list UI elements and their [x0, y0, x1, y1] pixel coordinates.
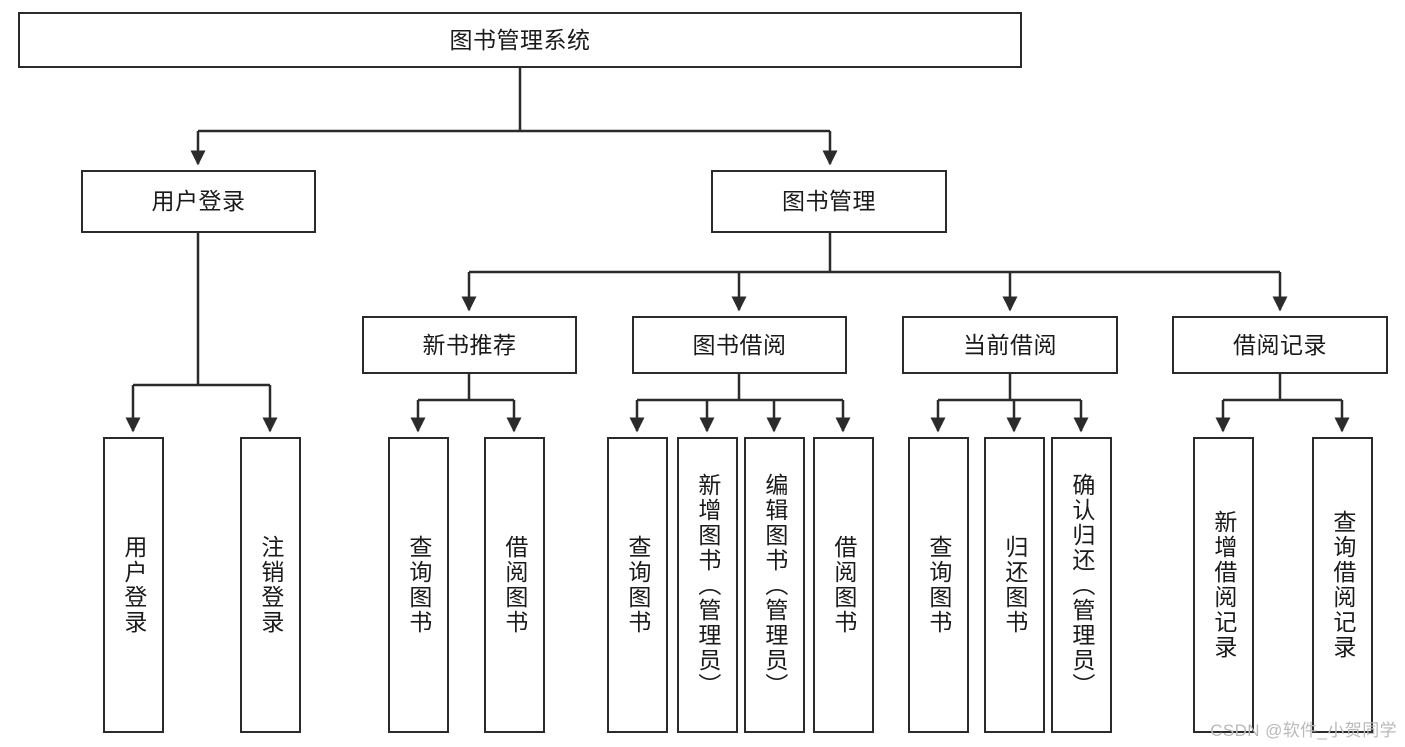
node-book-manage[interactable]: 图书管理	[711, 170, 947, 233]
node-current-borrow[interactable]: 当前借阅	[902, 316, 1118, 374]
node-borrow-record[interactable]: 借阅记录	[1172, 316, 1388, 374]
node-leaf-borrow-book-1[interactable]: 借阅图书	[484, 437, 545, 733]
node-leaf-user-login[interactable]: 用户登录	[103, 437, 164, 733]
node-new-book-recommend-label: 新书推荐	[422, 331, 517, 358]
node-root-label: 图书管理系统	[449, 26, 591, 53]
node-leaf-query-record[interactable]: 查询借阅记录	[1312, 437, 1373, 733]
node-book-borrow[interactable]: 图书借阅	[632, 316, 847, 374]
node-leaf-query-book-2-label: 查询图书	[624, 535, 651, 635]
node-new-book-recommend[interactable]: 新书推荐	[362, 316, 577, 374]
node-leaf-add-record-label: 新增借阅记录	[1210, 510, 1237, 660]
node-leaf-borrow-book-2-label: 借阅图书	[830, 535, 857, 635]
node-leaf-query-book-3-label: 查询图书	[925, 535, 952, 635]
node-leaf-query-book-1[interactable]: 查询图书	[388, 437, 449, 733]
node-leaf-add-book[interactable]: 新增图书（管理员）	[677, 437, 738, 733]
node-root[interactable]: 图书管理系统	[18, 12, 1022, 68]
node-book-manage-label: 图书管理	[782, 188, 876, 215]
node-leaf-confirm-return[interactable]: 确认归还（管理员）	[1051, 437, 1112, 733]
watermark: CSDN @软件_小贺同学	[1210, 721, 1397, 740]
node-leaf-edit-book[interactable]: 编辑图书（管理员）	[744, 437, 805, 733]
node-user-login[interactable]: 用户登录	[81, 170, 316, 233]
node-user-login-label: 用户登录	[151, 188, 246, 215]
node-leaf-logout[interactable]: 注销登录	[240, 437, 301, 733]
node-leaf-query-record-label: 查询借阅记录	[1329, 510, 1356, 660]
node-current-borrow-label: 当前借阅	[963, 331, 1057, 358]
node-book-borrow-label: 图书借阅	[692, 331, 787, 358]
node-leaf-borrow-book-1-label: 借阅图书	[501, 535, 528, 635]
node-leaf-query-book-3[interactable]: 查询图书	[908, 437, 969, 733]
node-leaf-return-book[interactable]: 归还图书	[984, 437, 1045, 733]
node-leaf-confirm-return-label: 确认归还（管理员）	[1068, 472, 1095, 698]
node-leaf-return-book-label: 归还图书	[1001, 535, 1028, 635]
node-leaf-query-book-2[interactable]: 查询图书	[607, 437, 668, 733]
node-leaf-query-book-1-label: 查询图书	[405, 535, 432, 635]
node-leaf-borrow-book-2[interactable]: 借阅图书	[813, 437, 874, 733]
node-leaf-logout-label: 注销登录	[257, 535, 284, 635]
node-borrow-record-label: 借阅记录	[1233, 331, 1327, 358]
node-leaf-user-login-label: 用户登录	[120, 535, 147, 635]
node-leaf-add-record[interactable]: 新增借阅记录	[1193, 437, 1254, 733]
node-leaf-edit-book-label: 编辑图书（管理员）	[761, 472, 788, 698]
node-leaf-add-book-label: 新增图书（管理员）	[694, 472, 721, 698]
